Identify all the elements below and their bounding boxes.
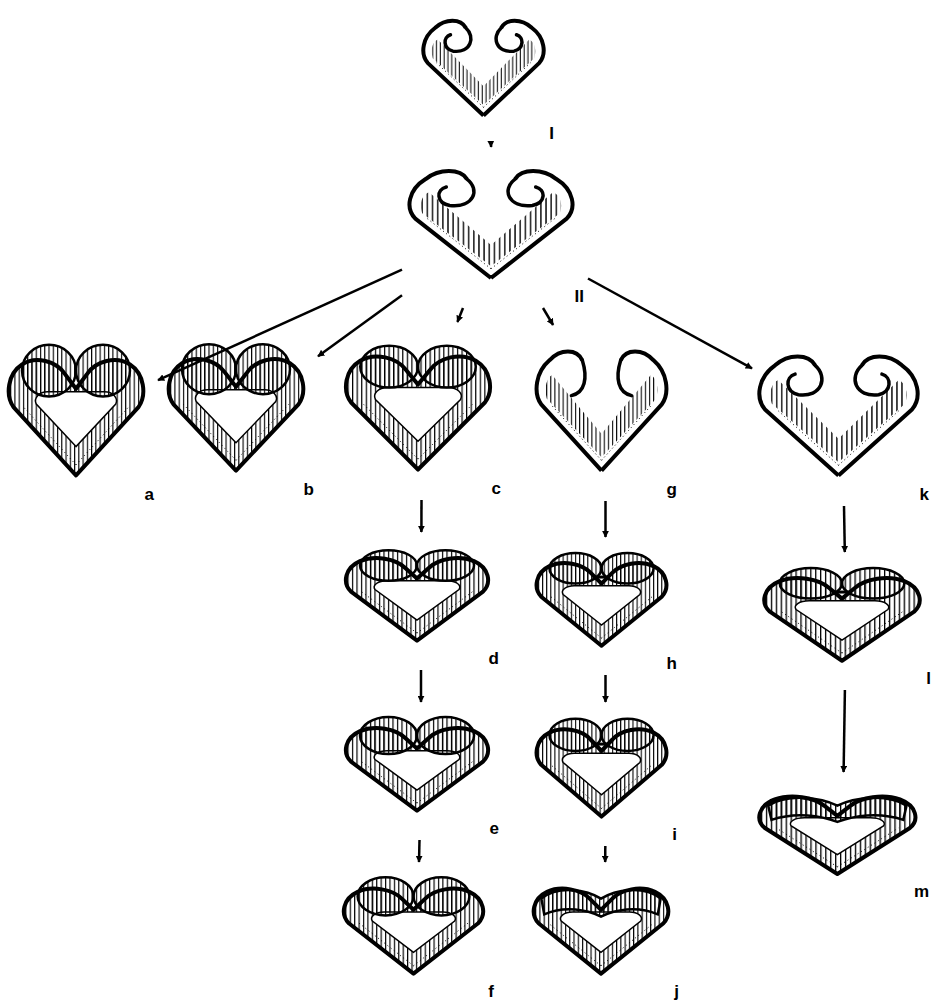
section-node: a bbox=[5, 328, 155, 503]
figure-label: h bbox=[666, 655, 678, 672]
figure-label: m bbox=[913, 883, 930, 900]
section-node: d bbox=[342, 535, 500, 667]
section-figure bbox=[533, 705, 670, 820]
section-figure bbox=[165, 328, 307, 475]
section-node: i bbox=[533, 705, 678, 843]
figure-label: l bbox=[925, 670, 932, 687]
section-node: h bbox=[533, 540, 678, 672]
arrow-connector bbox=[420, 500, 423, 532]
section-figure bbox=[755, 775, 920, 877]
arrow-connector bbox=[418, 840, 421, 862]
arrow-connector bbox=[543, 308, 553, 325]
figure-label: i bbox=[671, 826, 678, 843]
section-figure bbox=[760, 555, 924, 664]
section-node: b bbox=[165, 328, 315, 498]
section-figure bbox=[420, 2, 547, 119]
figure-label: f bbox=[487, 983, 495, 1000]
section-node: e bbox=[342, 705, 500, 837]
section-figure bbox=[342, 325, 494, 474]
section-figure bbox=[755, 333, 922, 480]
figure-label: d bbox=[488, 650, 500, 667]
figure-label: c bbox=[491, 480, 502, 497]
arrow-connector bbox=[420, 670, 423, 702]
section-figure bbox=[5, 328, 147, 480]
section-node: l bbox=[760, 555, 932, 687]
section-node: g bbox=[533, 328, 678, 498]
arrow-connector bbox=[604, 501, 607, 537]
section-node: II bbox=[405, 150, 585, 305]
figure-label: I bbox=[548, 125, 555, 142]
section-figure bbox=[342, 705, 492, 814]
section-node: c bbox=[342, 325, 502, 497]
section-node: m bbox=[755, 775, 930, 900]
arrow-connector bbox=[604, 846, 607, 862]
arrow-connector bbox=[588, 279, 752, 369]
section-figure bbox=[405, 150, 577, 282]
section-node: k bbox=[755, 333, 930, 503]
section-figure bbox=[530, 865, 672, 977]
figure-label: a bbox=[144, 486, 155, 503]
figure-label: j bbox=[673, 983, 680, 1000]
section-node: j bbox=[530, 865, 680, 1000]
arrow-connector bbox=[604, 675, 607, 702]
figure-label: k bbox=[919, 486, 930, 503]
figure-label: g bbox=[666, 481, 678, 498]
arrow-connector bbox=[844, 690, 845, 772]
figure-label: e bbox=[489, 820, 500, 837]
arrow-connector bbox=[457, 308, 463, 322]
section-node: f bbox=[340, 865, 495, 1000]
arrow-connector bbox=[490, 145, 493, 147]
section-node: I bbox=[420, 2, 555, 142]
figure-label: b bbox=[303, 481, 315, 498]
figure-label: II bbox=[574, 288, 585, 305]
section-figure bbox=[533, 328, 670, 475]
arrow-connector bbox=[843, 506, 846, 552]
section-figure bbox=[533, 540, 670, 649]
section-figure bbox=[340, 865, 487, 977]
section-figure bbox=[342, 535, 492, 644]
